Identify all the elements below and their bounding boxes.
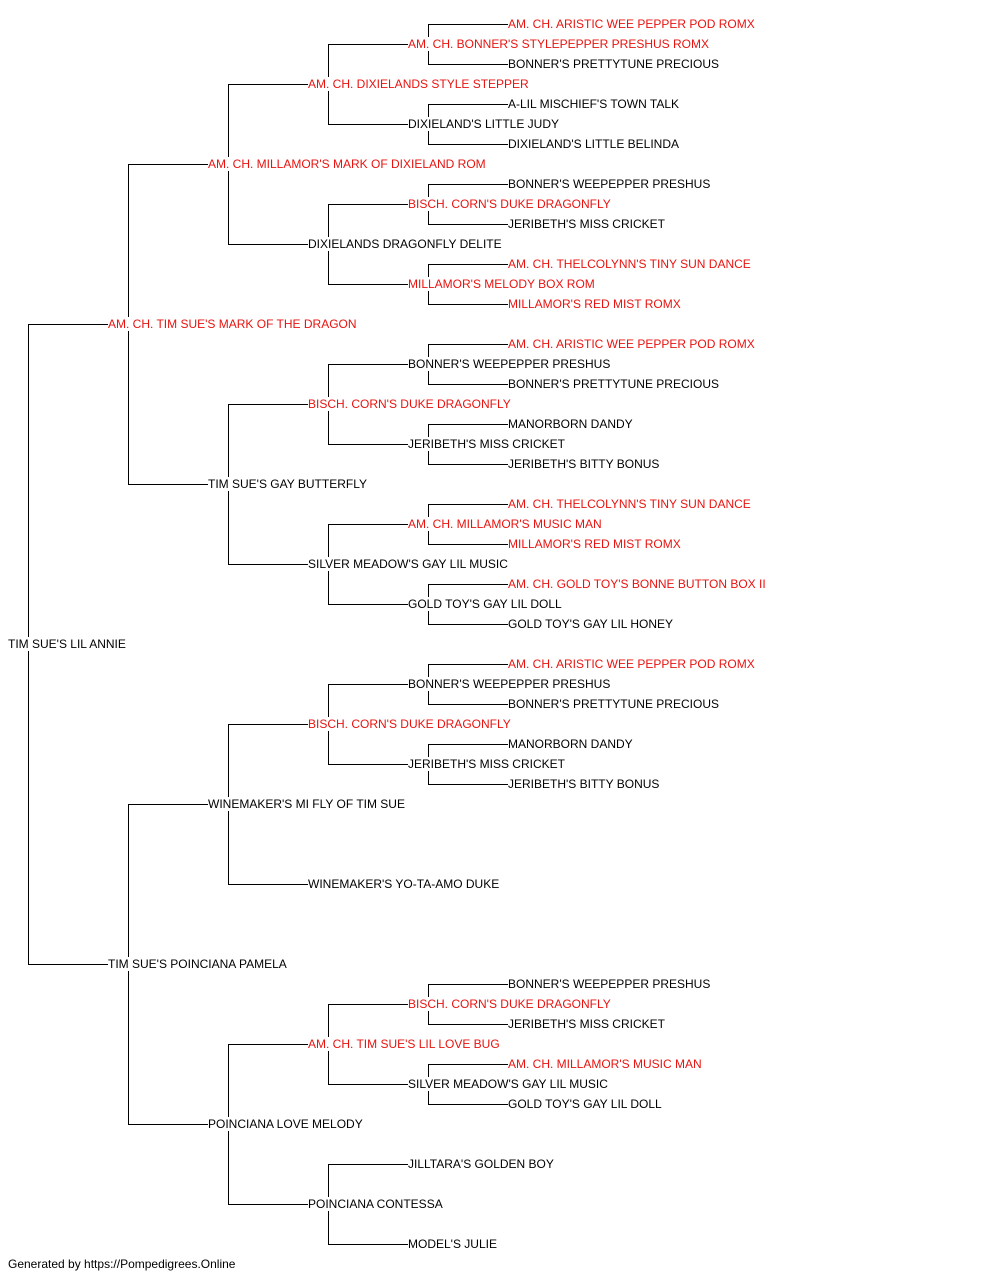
pedigree-ancestor: AM. CH. DIXIELANDS STYLE STEPPER: [308, 77, 531, 91]
pedigree-ancestor: AM. CH. ARISTIC WEE PEPPER POD ROMX: [508, 17, 757, 31]
pedigree-ancestor: BISCH. CORN'S DUKE DRAGONFLY: [308, 717, 513, 731]
pedigree-ancestor: TIM SUE'S POINCIANA PAMELA: [108, 957, 289, 971]
pedigree-ancestor: BONNER'S PRETTYTUNE PRECIOUS: [508, 57, 721, 71]
pedigree-ancestor: MILLAMOR'S RED MIST ROMX: [508, 537, 683, 551]
pedigree-ancestor: AM. CH. ARISTIC WEE PEPPER POD ROMX: [508, 657, 757, 671]
pedigree-ancestor: AM. CH. ARISTIC WEE PEPPER POD ROMX: [508, 337, 757, 351]
pedigree-ancestor: BONNER'S PRETTYTUNE PRECIOUS: [508, 377, 721, 391]
pedigree-ancestor: MANORBORN DANDY: [508, 417, 635, 431]
pedigree-ancestor: MODEL'S JULIE: [408, 1237, 499, 1251]
pedigree-ancestor: TIM SUE'S GAY BUTTERFLY: [208, 477, 369, 491]
pedigree-ancestor: AM. CH. THELCOLYNN'S TINY SUN DANCE: [508, 497, 753, 511]
pedigree-ancestor: DIXIELAND'S LITTLE BELINDA: [508, 137, 682, 151]
pedigree-ancestor: SILVER MEADOW'S GAY LIL MUSIC: [308, 557, 510, 571]
footer-credit: Generated by https://Pompedigrees.Online: [8, 1257, 236, 1271]
pedigree-ancestor: BISCH. CORN'S DUKE DRAGONFLY: [308, 397, 513, 411]
pedigree-ancestor: AM. CH. THELCOLYNN'S TINY SUN DANCE: [508, 257, 753, 271]
pedigree-ancestor: JILLTARA'S GOLDEN BOY: [408, 1157, 556, 1171]
pedigree-subject: TIM SUE'S LIL ANNIE: [8, 637, 128, 651]
pedigree-ancestor: AM. CH. TIM SUE'S LIL LOVE BUG: [308, 1037, 502, 1051]
pedigree-ancestor: JERIBETH'S MISS CRICKET: [408, 437, 567, 451]
pedigree-ancestor: AM. CH. GOLD TOY'S BONNE BUTTON BOX II: [508, 577, 768, 591]
pedigree-ancestor: BISCH. CORN'S DUKE DRAGONFLY: [408, 997, 613, 1011]
pedigree-ancestor: JERIBETH'S BITTY BONUS: [508, 777, 662, 791]
pedigree-ancestor: JERIBETH'S MISS CRICKET: [508, 217, 667, 231]
pedigree-ancestor: BONNER'S WEEPEPPER PRESHUS: [408, 677, 613, 691]
pedigree-ancestor: DIXIELAND'S LITTLE JUDY: [408, 117, 561, 131]
pedigree-ancestor: DIXIELANDS DRAGONFLY DELITE: [308, 237, 504, 251]
pedigree-ancestor: BISCH. CORN'S DUKE DRAGONFLY: [408, 197, 613, 211]
pedigree-ancestor: GOLD TOY'S GAY LIL DOLL: [508, 1097, 664, 1111]
pedigree-ancestor: AM. CH. MILLAMOR'S MUSIC MAN: [408, 517, 604, 531]
pedigree-ancestor: POINCIANA LOVE MELODY: [208, 1117, 365, 1131]
pedigree-ancestor: MILLAMOR'S RED MIST ROMX: [508, 297, 683, 311]
pedigree-ancestor: POINCIANA CONTESSA: [308, 1197, 445, 1211]
pedigree-ancestor: AM. CH. TIM SUE'S MARK OF THE DRAGON: [108, 317, 359, 331]
pedigree-ancestor: AM. CH. MILLAMOR'S MUSIC MAN: [508, 1057, 704, 1071]
pedigree-ancestor: WINEMAKER'S YO-TA-AMO DUKE: [308, 877, 502, 891]
pedigree-ancestor: A-LIL MISCHIEF'S TOWN TALK: [508, 97, 681, 111]
pedigree-ancestor: AM. CH. BONNER'S STYLEPEPPER PRESHUS ROM…: [408, 37, 712, 51]
pedigree-ancestor: SILVER MEADOW'S GAY LIL MUSIC: [408, 1077, 610, 1091]
pedigree-ancestor: WINEMAKER'S MI FLY OF TIM SUE: [208, 797, 407, 811]
pedigree-ancestor: BONNER'S PRETTYTUNE PRECIOUS: [508, 697, 721, 711]
pedigree-ancestor: MILLAMOR'S MELODY BOX ROM: [408, 277, 597, 291]
pedigree-ancestor: JERIBETH'S BITTY BONUS: [508, 457, 662, 471]
pedigree-ancestor: JERIBETH'S MISS CRICKET: [508, 1017, 667, 1031]
pedigree-ancestor: GOLD TOY'S GAY LIL DOLL: [408, 597, 564, 611]
pedigree-ancestor: AM. CH. MILLAMOR'S MARK OF DIXIELAND ROM: [208, 157, 488, 171]
pedigree-ancestor: MANORBORN DANDY: [508, 737, 635, 751]
pedigree-ancestor: BONNER'S WEEPEPPER PRESHUS: [508, 177, 713, 191]
pedigree-ancestor: JERIBETH'S MISS CRICKET: [408, 757, 567, 771]
pedigree-ancestor: GOLD TOY'S GAY LIL HONEY: [508, 617, 676, 631]
pedigree-ancestor: BONNER'S WEEPEPPER PRESHUS: [408, 357, 613, 371]
pedigree-ancestor: BONNER'S WEEPEPPER PRESHUS: [508, 977, 713, 991]
